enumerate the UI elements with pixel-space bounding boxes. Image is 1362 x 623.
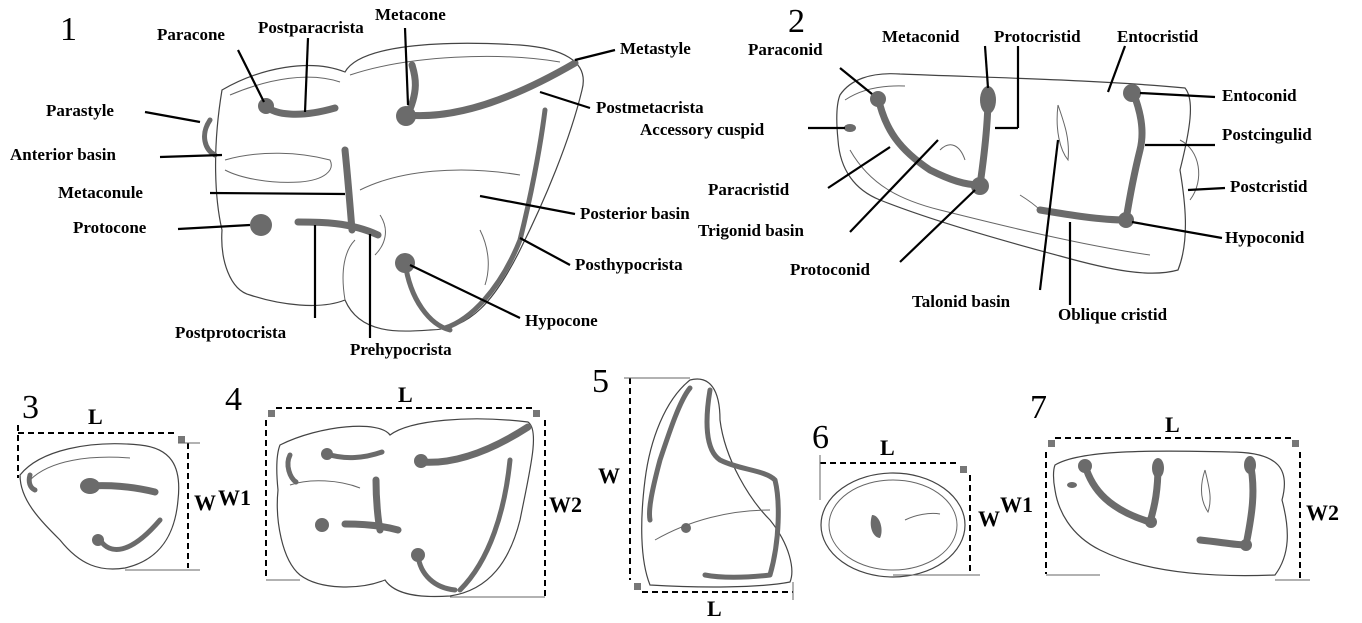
entoconid-cusp bbox=[1123, 84, 1141, 102]
panel-7-width2-label: W2 bbox=[1306, 500, 1339, 525]
label-posthypocrista: Posthypocrista bbox=[575, 255, 683, 274]
protocone-cusp bbox=[250, 214, 272, 236]
label-metaconule: Metaconule bbox=[58, 183, 143, 202]
label-protoconid: Protoconid bbox=[790, 260, 871, 279]
prehypocrista-crest bbox=[298, 222, 378, 235]
label-protocone: Protocone bbox=[73, 218, 147, 237]
oblique-cristid-crest bbox=[1040, 210, 1126, 220]
label-accessory-cuspid: Accessory cuspid bbox=[640, 120, 765, 139]
metaconid-cusp bbox=[980, 86, 996, 114]
panel-number-2: 2 bbox=[788, 3, 805, 40]
label-talonid-basin: Talonid basin bbox=[912, 292, 1011, 311]
parastyle-crest bbox=[205, 120, 215, 155]
panel-2-lower-molar: 2 Paraconid Metac bbox=[640, 3, 1312, 324]
label-anterior-basin: Anterior basin bbox=[10, 145, 116, 164]
panel-1-upper-molar: 1 Paracone bbox=[10, 5, 704, 359]
panel-3-measurement: 3 L W bbox=[18, 389, 216, 570]
hypocone-cusp bbox=[395, 253, 415, 273]
label-postmetacrista: Postmetacrista bbox=[596, 98, 704, 117]
label-paracone: Paracone bbox=[157, 25, 225, 44]
panel-4-length-label: L bbox=[398, 382, 413, 407]
label-parastyle: Parastyle bbox=[46, 101, 114, 120]
label-trigonid-basin: Trigonid basin bbox=[698, 221, 805, 240]
panel-5-length-label: L bbox=[707, 596, 722, 621]
accessory-cuspid-cusp bbox=[844, 124, 856, 132]
panel-4-width2-label: W2 bbox=[549, 492, 582, 517]
label-metacone: Metacone bbox=[375, 5, 446, 24]
panel-number-5: 5 bbox=[592, 363, 609, 400]
label-postcingulid: Postcingulid bbox=[1222, 125, 1312, 144]
metacone-cusp bbox=[396, 106, 416, 126]
panel-number-4: 4 bbox=[225, 381, 242, 418]
panel-5-width-label: W bbox=[598, 463, 620, 488]
hypoconid-cusp bbox=[1118, 212, 1134, 228]
panel-3-tooth-outline bbox=[20, 444, 179, 569]
panel-6-length-label: L bbox=[880, 435, 895, 460]
entocristid-crest bbox=[1126, 92, 1142, 220]
label-protocristid: Protocristid bbox=[994, 27, 1081, 46]
panel-6-measurement: 6 L W bbox=[812, 419, 1000, 577]
label-metastyle: Metastyle bbox=[620, 39, 691, 58]
panel-number-3: 3 bbox=[22, 389, 39, 426]
label-postparacrista: Postparacrista bbox=[258, 18, 364, 37]
label-entoconid: Entoconid bbox=[1222, 86, 1297, 105]
label-posterior-basin: Posterior basin bbox=[580, 204, 690, 223]
label-paraconid: Paraconid bbox=[748, 40, 823, 59]
label-prehypocrista: Prehypocrista bbox=[350, 340, 452, 359]
label-metaconid: Metaconid bbox=[882, 27, 960, 46]
posthypocrista-crest bbox=[445, 110, 545, 328]
panel-3-width-label: W bbox=[194, 490, 216, 515]
label-oblique-cristid: Oblique cristid bbox=[1058, 305, 1168, 324]
panel-4-width1-label: W1 bbox=[218, 485, 251, 510]
panel-7-width1-label: W1 bbox=[1000, 492, 1033, 517]
panel-3-length-label: L bbox=[88, 404, 103, 429]
label-hypocone: Hypocone bbox=[525, 311, 598, 330]
panel-7-measurement: 7 L W1 W2 bbox=[1000, 389, 1339, 580]
label-postprotocrista: Postprotocrista bbox=[175, 323, 287, 342]
label-postcristid: Postcristid bbox=[1230, 177, 1308, 196]
label-entocristid: Entocristid bbox=[1117, 27, 1199, 46]
panel-5-tooth-outline bbox=[642, 379, 792, 587]
panel-7-length-label: L bbox=[1165, 412, 1180, 437]
label-hypoconid: Hypoconid bbox=[1225, 228, 1305, 247]
paracristid-crest bbox=[878, 97, 980, 185]
postparacrista-crest bbox=[266, 106, 335, 114]
metaconule-crest bbox=[345, 150, 352, 230]
label-paracristid: Paracristid bbox=[708, 180, 790, 199]
panel-number-7: 7 bbox=[1030, 389, 1047, 426]
postmetacrista-crest bbox=[406, 63, 575, 116]
panel-6-tooth-outline bbox=[821, 473, 965, 577]
paracone-cusp bbox=[258, 98, 274, 114]
panel-number-6: 6 bbox=[812, 419, 829, 456]
panel-5-measurement: 5 W L bbox=[592, 363, 793, 621]
panel-number-1: 1 bbox=[60, 11, 77, 48]
panel-4-measurement: 4 L W1 W2 bbox=[218, 381, 582, 597]
panel-6-width-label: W bbox=[978, 506, 1000, 531]
